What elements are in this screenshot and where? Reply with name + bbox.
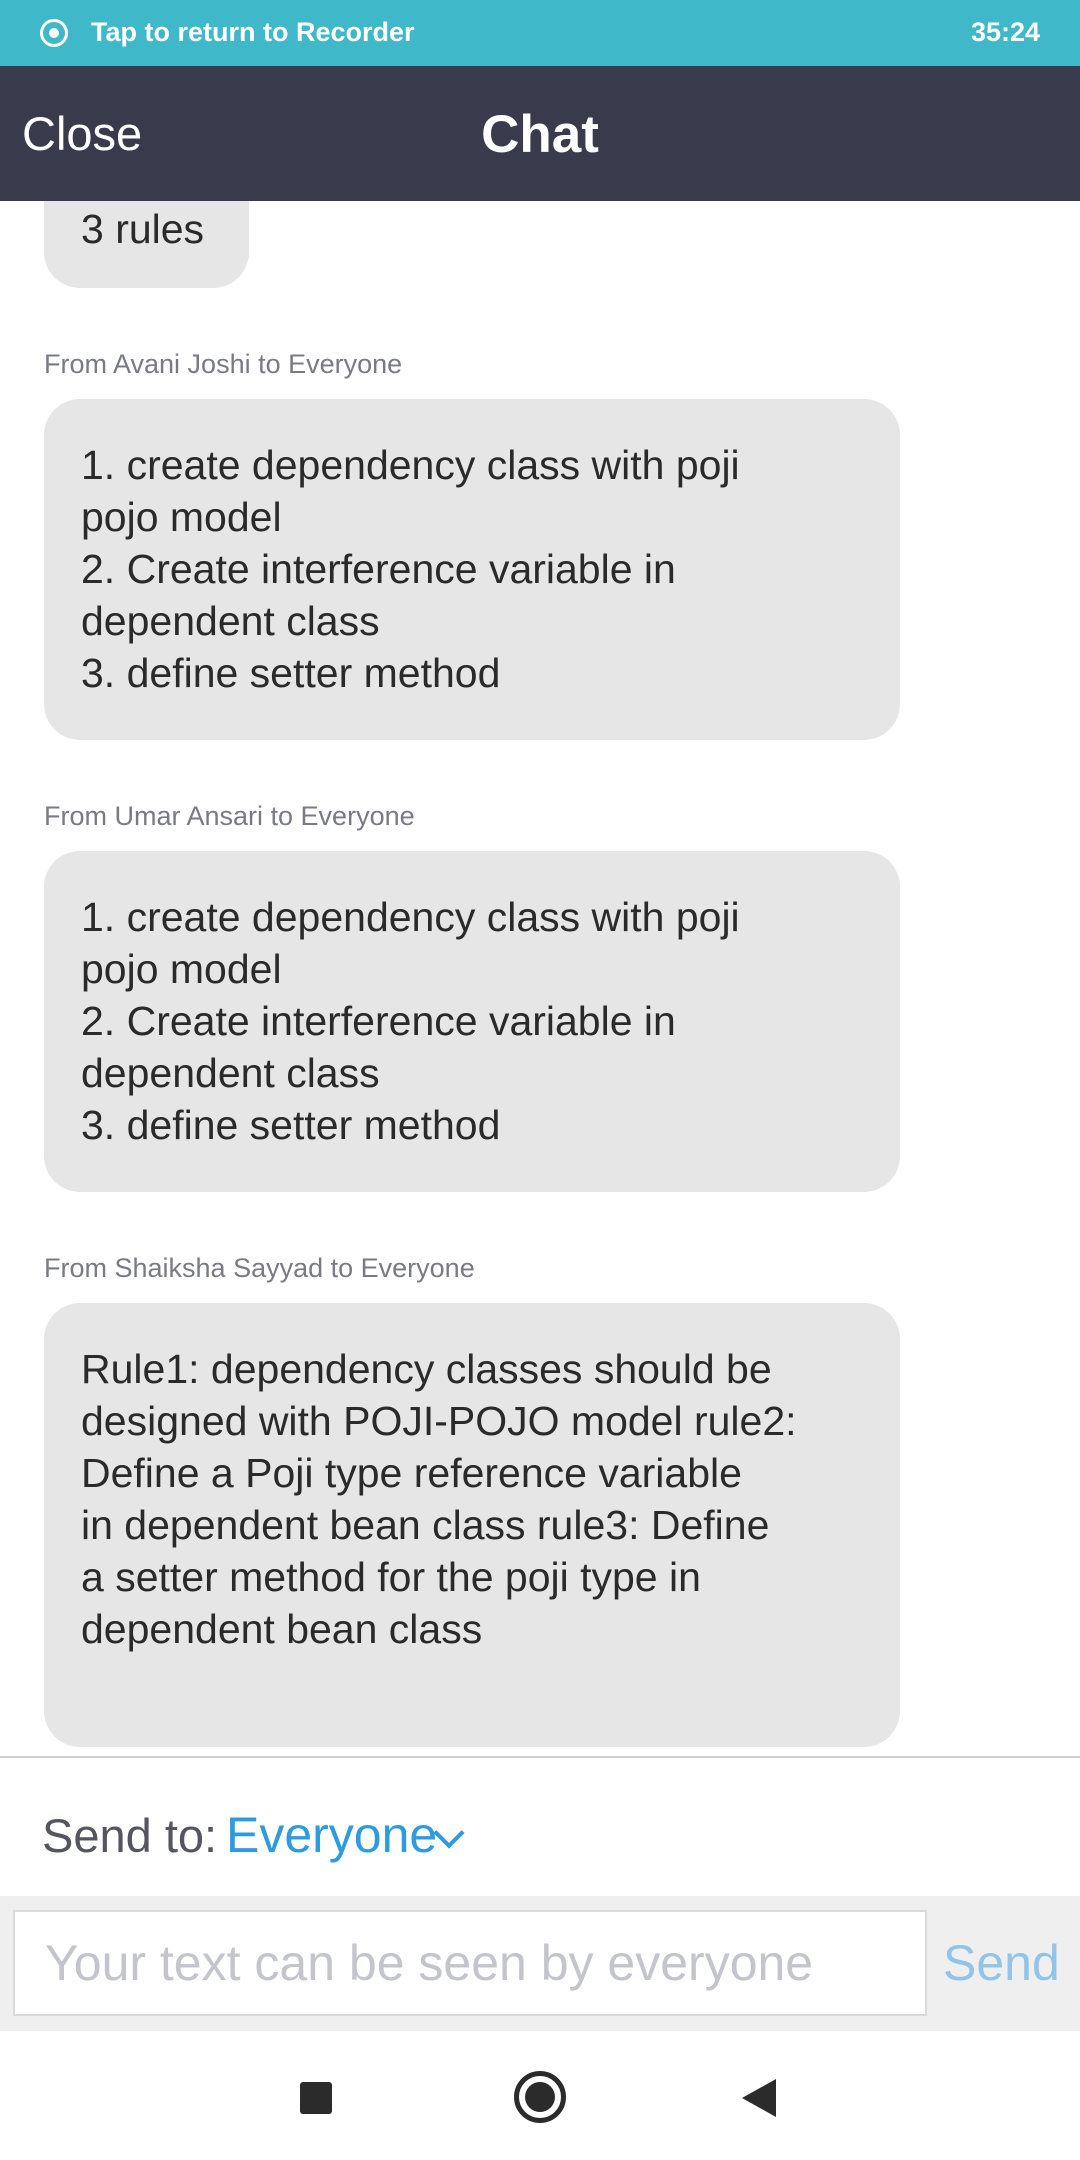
message-sender: From Umar Ansari to Everyone [44, 801, 415, 831]
send-to-label: Send to: [42, 1809, 218, 1862]
recorder-banner[interactable]: Tap to return to Recorder 35:24 [0, 0, 1080, 66]
chat-header: Close Chat [0, 66, 1080, 201]
message-input[interactable]: Your text can be seen by everyone [13, 1910, 927, 2016]
page-title: Chat [481, 105, 599, 164]
send-to-bar: Send to: Everyone [0, 1756, 1080, 1896]
message-bubble: Rule1: dependency classes should be desi… [44, 1303, 900, 1747]
record-icon [40, 19, 68, 47]
send-button[interactable]: Send [943, 1935, 1060, 1991]
message-bubble: 3 rules [44, 201, 249, 288]
message-sender: From Shaiksha Sayyad to Everyone [44, 1253, 475, 1283]
system-nav-bar [0, 2031, 1080, 2160]
home-circle-icon[interactable] [514, 2071, 566, 2123]
recorder-banner-text[interactable]: Tap to return to Recorder [91, 17, 415, 47]
message-bubble: 1. create dependency class with poji poj… [44, 851, 900, 1192]
recording-time: 35:24 [970, 17, 1040, 47]
recipient-dropdown[interactable]: Everyone [226, 1807, 438, 1863]
back-triangle-icon[interactable] [742, 2079, 776, 2117]
message-sender: From Avani Joshi to Everyone [44, 349, 403, 379]
composer-bar: Your text can be seen by everyone Send [0, 1896, 1080, 2031]
recents-square-icon[interactable] [300, 2082, 332, 2114]
message-bubble: 1. create dependency class with poji poj… [44, 399, 900, 740]
close-button[interactable]: Close [22, 107, 143, 160]
message-list[interactable]: 3 rules From Avani Joshi to Everyone 1. … [0, 201, 1080, 1756]
chevron-down-icon[interactable] [433, 1817, 465, 1849]
